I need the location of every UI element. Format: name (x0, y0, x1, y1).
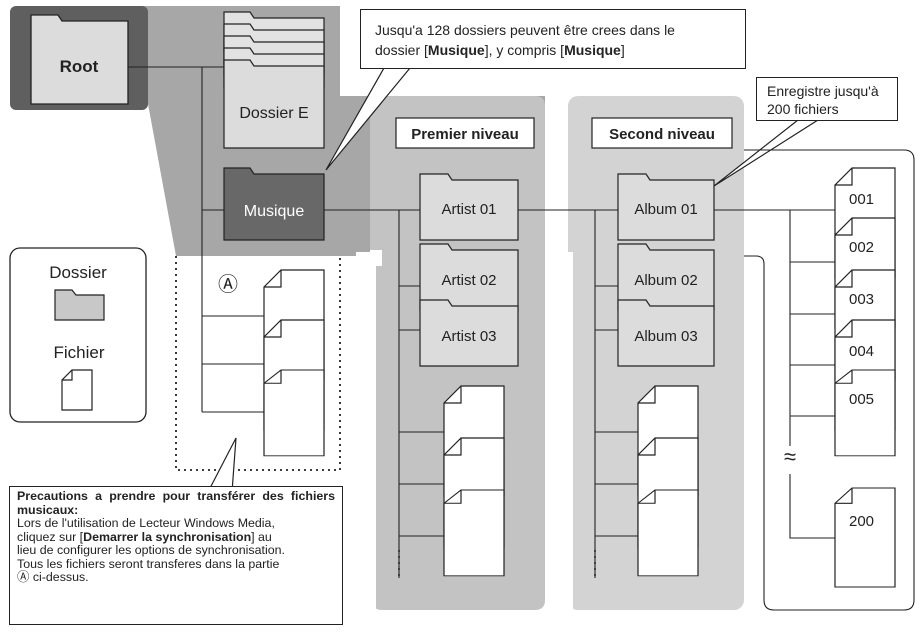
callout-max-folders: Jusqu'a 128 dossiers peuvent être crees … (360, 9, 746, 69)
legend-file-label: Fichier (53, 343, 104, 362)
folder-icon (54, 289, 105, 321)
premier-niveau-title: Premier niveau (395, 117, 535, 149)
artist-label: Artist 01 (441, 201, 496, 218)
file-icon (263, 369, 325, 457)
album-label: Album 02 (634, 272, 697, 289)
svg-text:Second niveau: Second niveau (609, 126, 715, 143)
file-200[interactable]: 200 (834, 487, 896, 588)
artist-01-folder[interactable]: Artist 01 (419, 173, 519, 241)
album-label: Album 01 (634, 201, 697, 218)
artist-label: Artist 02 (441, 272, 496, 289)
root-label: Root (60, 57, 99, 76)
zone-notch (356, 252, 376, 610)
second-niveau-title: Second niveau (591, 117, 733, 149)
region-a-border (175, 256, 341, 471)
callout-pointer (207, 437, 237, 493)
precautions-title: Precautions a prendre pour transférer de… (17, 489, 335, 517)
break-symbol: ≈ (784, 444, 796, 469)
svg-text:Premier niveau: Premier niveau (411, 126, 519, 143)
file-005[interactable]: 005 (834, 369, 896, 457)
file-icon (637, 489, 699, 577)
svg-text:004: 004 (849, 343, 874, 360)
svg-text:003: 003 (849, 291, 874, 308)
file-001[interactable]: 001 (834, 167, 896, 279)
artist-02-folder[interactable]: Artist 02 (419, 243, 519, 311)
album-03-folder[interactable]: Album 03 (617, 299, 715, 367)
musique-folder[interactable]: Musique (223, 167, 325, 241)
legend-box: Dossier Fichier (9, 247, 147, 423)
album-label: Album 03 (634, 328, 697, 345)
artist-label: Artist 03 (441, 328, 496, 345)
tree-lines (128, 66, 915, 611)
svg-text:001: 001 (849, 191, 874, 208)
file-003[interactable]: 003 (834, 269, 896, 381)
album-01-folder[interactable]: Album 01 (617, 173, 715, 241)
file-004[interactable]: 004 (834, 319, 896, 431)
break-gap (780, 446, 802, 470)
file-002[interactable]: 002 (834, 217, 896, 329)
svg-text:005: 005 (849, 391, 874, 408)
continuation-dots (398, 550, 596, 580)
dossier-e-stack[interactable]: Dossier E (223, 11, 325, 149)
callout-line: Jusqu'a 128 dossiers peuvent être crees … (375, 22, 675, 38)
precautions-body: Lors de l'utilisation de Lecteur Windows… (17, 516, 285, 584)
svg-text:200: 200 (849, 513, 874, 530)
artist-03-folder[interactable]: Artist 03 (419, 299, 519, 367)
legend-folder-label: Dossier (49, 263, 107, 282)
file-icon (443, 489, 505, 577)
zone-notch (551, 252, 573, 610)
dossier-e-label: Dossier E (239, 105, 308, 122)
musique-label: Musique (244, 203, 305, 220)
file-icon (61, 369, 93, 411)
region-a-marker: Ⓐ (218, 273, 238, 296)
callout-max-files: Enregistre jusqu'à 200 fichiers (756, 77, 898, 121)
root-folder[interactable]: Root (30, 14, 129, 105)
svg-text:002: 002 (849, 239, 874, 256)
precautions-note: Precautions a prendre pour transférer de… (9, 486, 343, 625)
zone-notch-curve (370, 250, 382, 266)
